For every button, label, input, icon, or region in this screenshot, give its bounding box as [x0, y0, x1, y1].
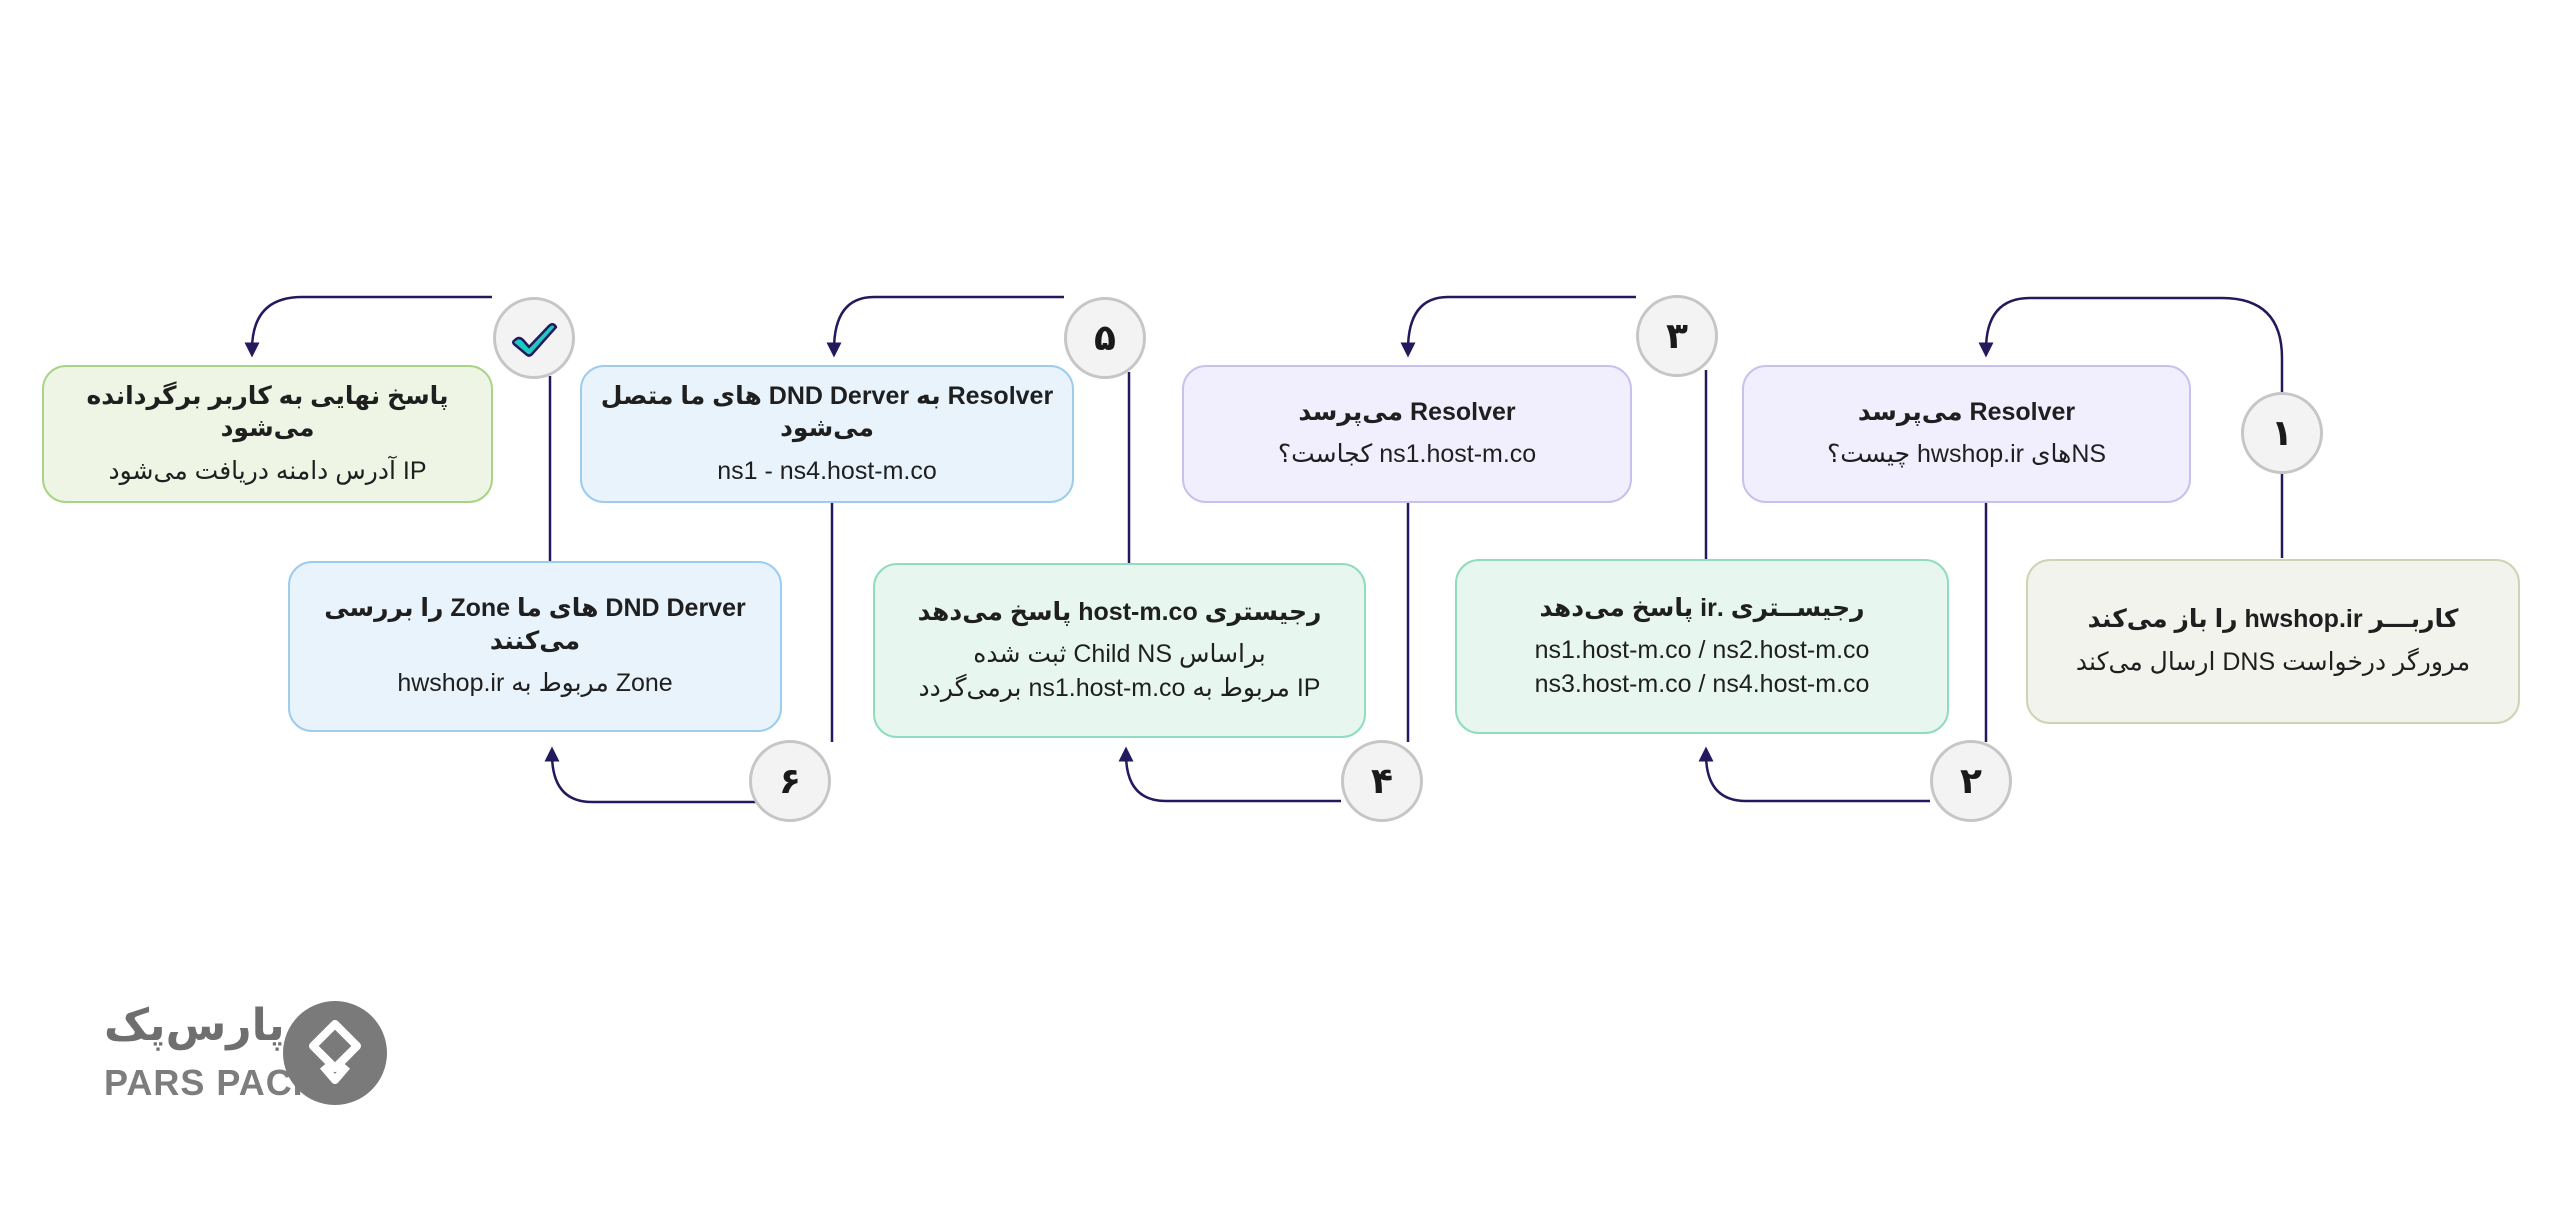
step-3-text: ns1.host-m.co کجاست؟	[1277, 440, 1537, 469]
step-4-marker: ۴	[1341, 740, 1423, 822]
step-6-box: DND Derver های ما Zone را بررسی می‌کنند …	[288, 561, 782, 732]
step-6-title: DND Derver های ما Zone را بررسی می‌کنند	[324, 594, 746, 655]
step-5-marker: ۵	[1064, 297, 1146, 379]
connector-2-back	[1698, 746, 1930, 803]
connector-4-back	[1118, 746, 1341, 803]
brand-name-en: PARS PACK	[104, 1062, 320, 1103]
step-4-box: رجیستری host-m.co پاسخ می‌دهد براساس Chi…	[873, 563, 1366, 738]
brand-name-fa: پارس‌پک	[104, 1001, 285, 1050]
step-1-marker: ۱	[2241, 392, 2323, 474]
checkmark-icon	[493, 297, 575, 379]
question-box: Resolver می‌پرسد NSهای hwshop.ir چیست؟	[1742, 365, 2191, 503]
step-5-box: Resolver به DND Derver های ما متصل می‌شو…	[580, 365, 1074, 503]
parspack-logo-icon	[283, 1001, 387, 1105]
step-1-title: کاربـــر hwshop.ir را باز می‌کند	[2087, 605, 2459, 634]
question-title: Resolver می‌پرسد	[1857, 397, 2076, 426]
final-step-title: پاسخ نهایی به کاربر برگردانده می‌شود	[86, 381, 449, 443]
connector-6-back	[544, 746, 758, 804]
step-1-text: مرورگر درخواست DNS ارسال می‌کند	[2075, 647, 2471, 676]
step-3-marker: ۳	[1636, 295, 1718, 377]
connector-7-up	[244, 295, 492, 358]
step-5-text: ns1 - ns4.host-m.co	[717, 456, 937, 485]
step-4-text: براساس Child NS ثبت شده IP مربوط به ns1.…	[918, 640, 1321, 702]
connector-5-up	[826, 295, 1064, 358]
step-2-box: رجیســتری .ir پاسخ می‌دهد ns1.host-m.co …	[1455, 559, 1949, 734]
connector-1-up	[1978, 296, 2284, 392]
step-2-marker: ۲	[1930, 740, 2012, 822]
parspack-logo: پارس‌پک PARS PACK	[100, 1000, 400, 1115]
step-4-title: رجیستری host-m.co پاسخ می‌دهد	[917, 597, 1322, 626]
step-6-marker: ۶	[749, 740, 831, 822]
final-step-text: IP آدرس دامنه دریافت می‌شود	[108, 456, 427, 485]
step-1-box: کاربـــر hwshop.ir را باز می‌کند مرورگر …	[2026, 559, 2520, 724]
step-2-title: رجیســتری .ir پاسخ می‌دهد	[1539, 593, 1865, 622]
step-5-title: Resolver به DND Derver های ما متصل می‌شو…	[600, 381, 1054, 443]
final-step-box: پاسخ نهایی به کاربر برگردانده می‌شود IP …	[42, 365, 493, 503]
connector-3-up	[1400, 295, 1636, 358]
step-6-text: Zone مربوط به hwshop.ir	[397, 669, 673, 698]
step-3-title: Resolver می‌پرسد	[1298, 397, 1516, 426]
question-text: NSهای hwshop.ir چیست؟	[1826, 440, 2107, 469]
step-2-text: ns1.host-m.co / ns2.host-m.co ns3.host-m…	[1534, 636, 1870, 698]
step-3-box: Resolver می‌پرسد ns1.host-m.co کجاست؟	[1182, 365, 1632, 503]
